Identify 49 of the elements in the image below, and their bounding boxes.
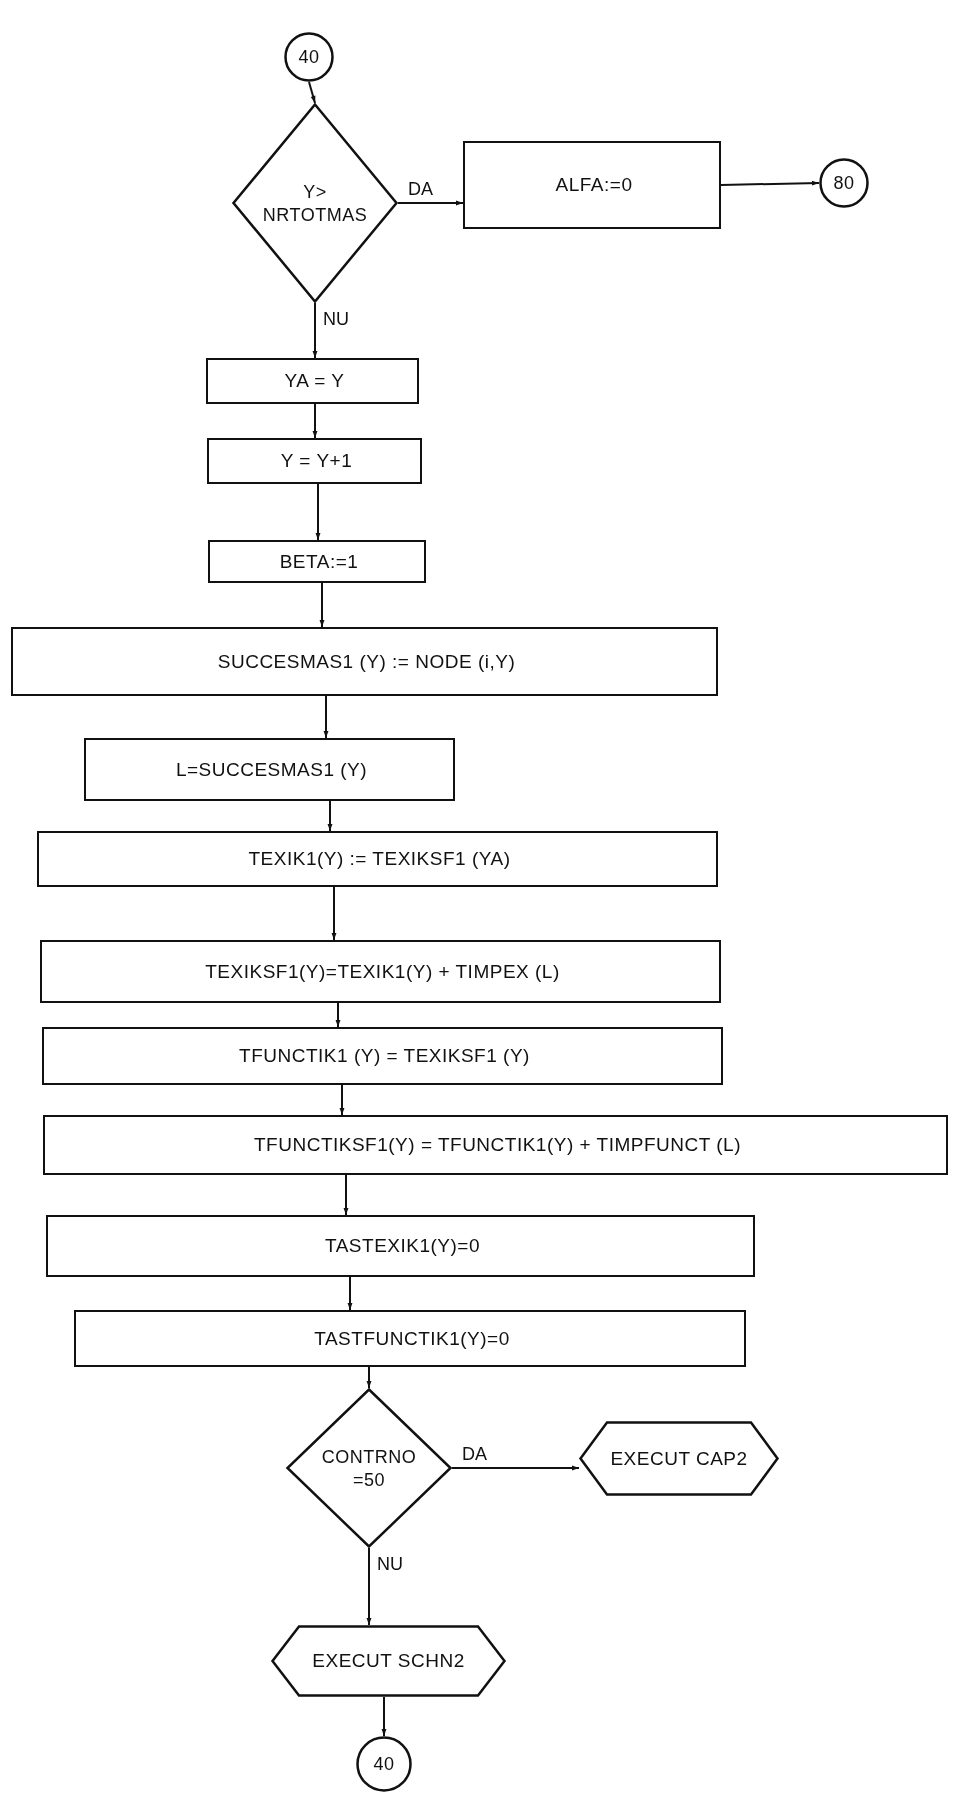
arrow (720, 180, 820, 186)
process-box (208, 540, 426, 583)
node-text: 40 (297, 45, 321, 69)
node-text: TEXIKSF1(Y)=TEXIK1(Y) + TIMPEX (L) (204, 959, 561, 984)
arrow (381, 1696, 387, 1737)
arrow (327, 800, 333, 832)
node-text: CONTRNO =50 (320, 1445, 418, 1491)
process-box (42, 1027, 723, 1085)
arrow (315, 483, 321, 541)
process-box (43, 1115, 948, 1175)
arrow (343, 1174, 349, 1216)
node-text: ALFA:=0 (554, 173, 634, 197)
process-box (11, 627, 718, 696)
arrow (366, 1547, 372, 1626)
node-text: TEXIK1(Y) := TEXIKSF1 (YA) (247, 847, 512, 871)
arrow (347, 1276, 353, 1311)
process-box (37, 831, 718, 887)
node-text: 80 (832, 171, 856, 195)
node-text: SUCCESMAS1 (Y) := NODE (i,Y) (216, 649, 517, 674)
process-box (207, 438, 422, 484)
node-text: TFUNCTIK1 (Y) = TEXIKSF1 (Y) (238, 1044, 531, 1068)
node-text: EXECUT SCHN2 (311, 1649, 466, 1673)
process-box (46, 1215, 755, 1277)
process-box (74, 1310, 746, 1367)
arrow (366, 1366, 372, 1389)
node-text: BETA:=1 (278, 549, 360, 574)
node-text: Y = Y+1 (279, 449, 354, 473)
node-text: Y> NRTOTMAS (261, 180, 369, 226)
node-text: 40 (372, 1752, 396, 1776)
node-text: TASTEXIK1(Y)=0 (324, 1234, 481, 1258)
node-text: EXECUT CAP2 (609, 1446, 749, 1471)
arrow (312, 403, 318, 439)
node-text: TASTFUNCTIK1(Y)=0 (313, 1326, 511, 1351)
arrow (312, 302, 318, 359)
node-text: L=SUCCESMAS1 (Y) (174, 757, 369, 782)
arrow (308, 81, 316, 104)
process-box (206, 358, 419, 404)
arrow (335, 1002, 341, 1028)
arrow (331, 886, 337, 941)
node-text: TFUNCTIKSF1(Y) = TFUNCTIK1(Y) + TIMPFUNCT (L) (253, 1133, 742, 1157)
process-box (84, 738, 455, 801)
arrow (339, 1084, 345, 1116)
node-text: YA = Y (283, 369, 346, 393)
process-box (463, 141, 721, 229)
arrow (397, 200, 464, 206)
arrow (323, 695, 329, 739)
process-box (40, 940, 721, 1003)
arrow (451, 1465, 580, 1471)
arrow (319, 582, 325, 628)
